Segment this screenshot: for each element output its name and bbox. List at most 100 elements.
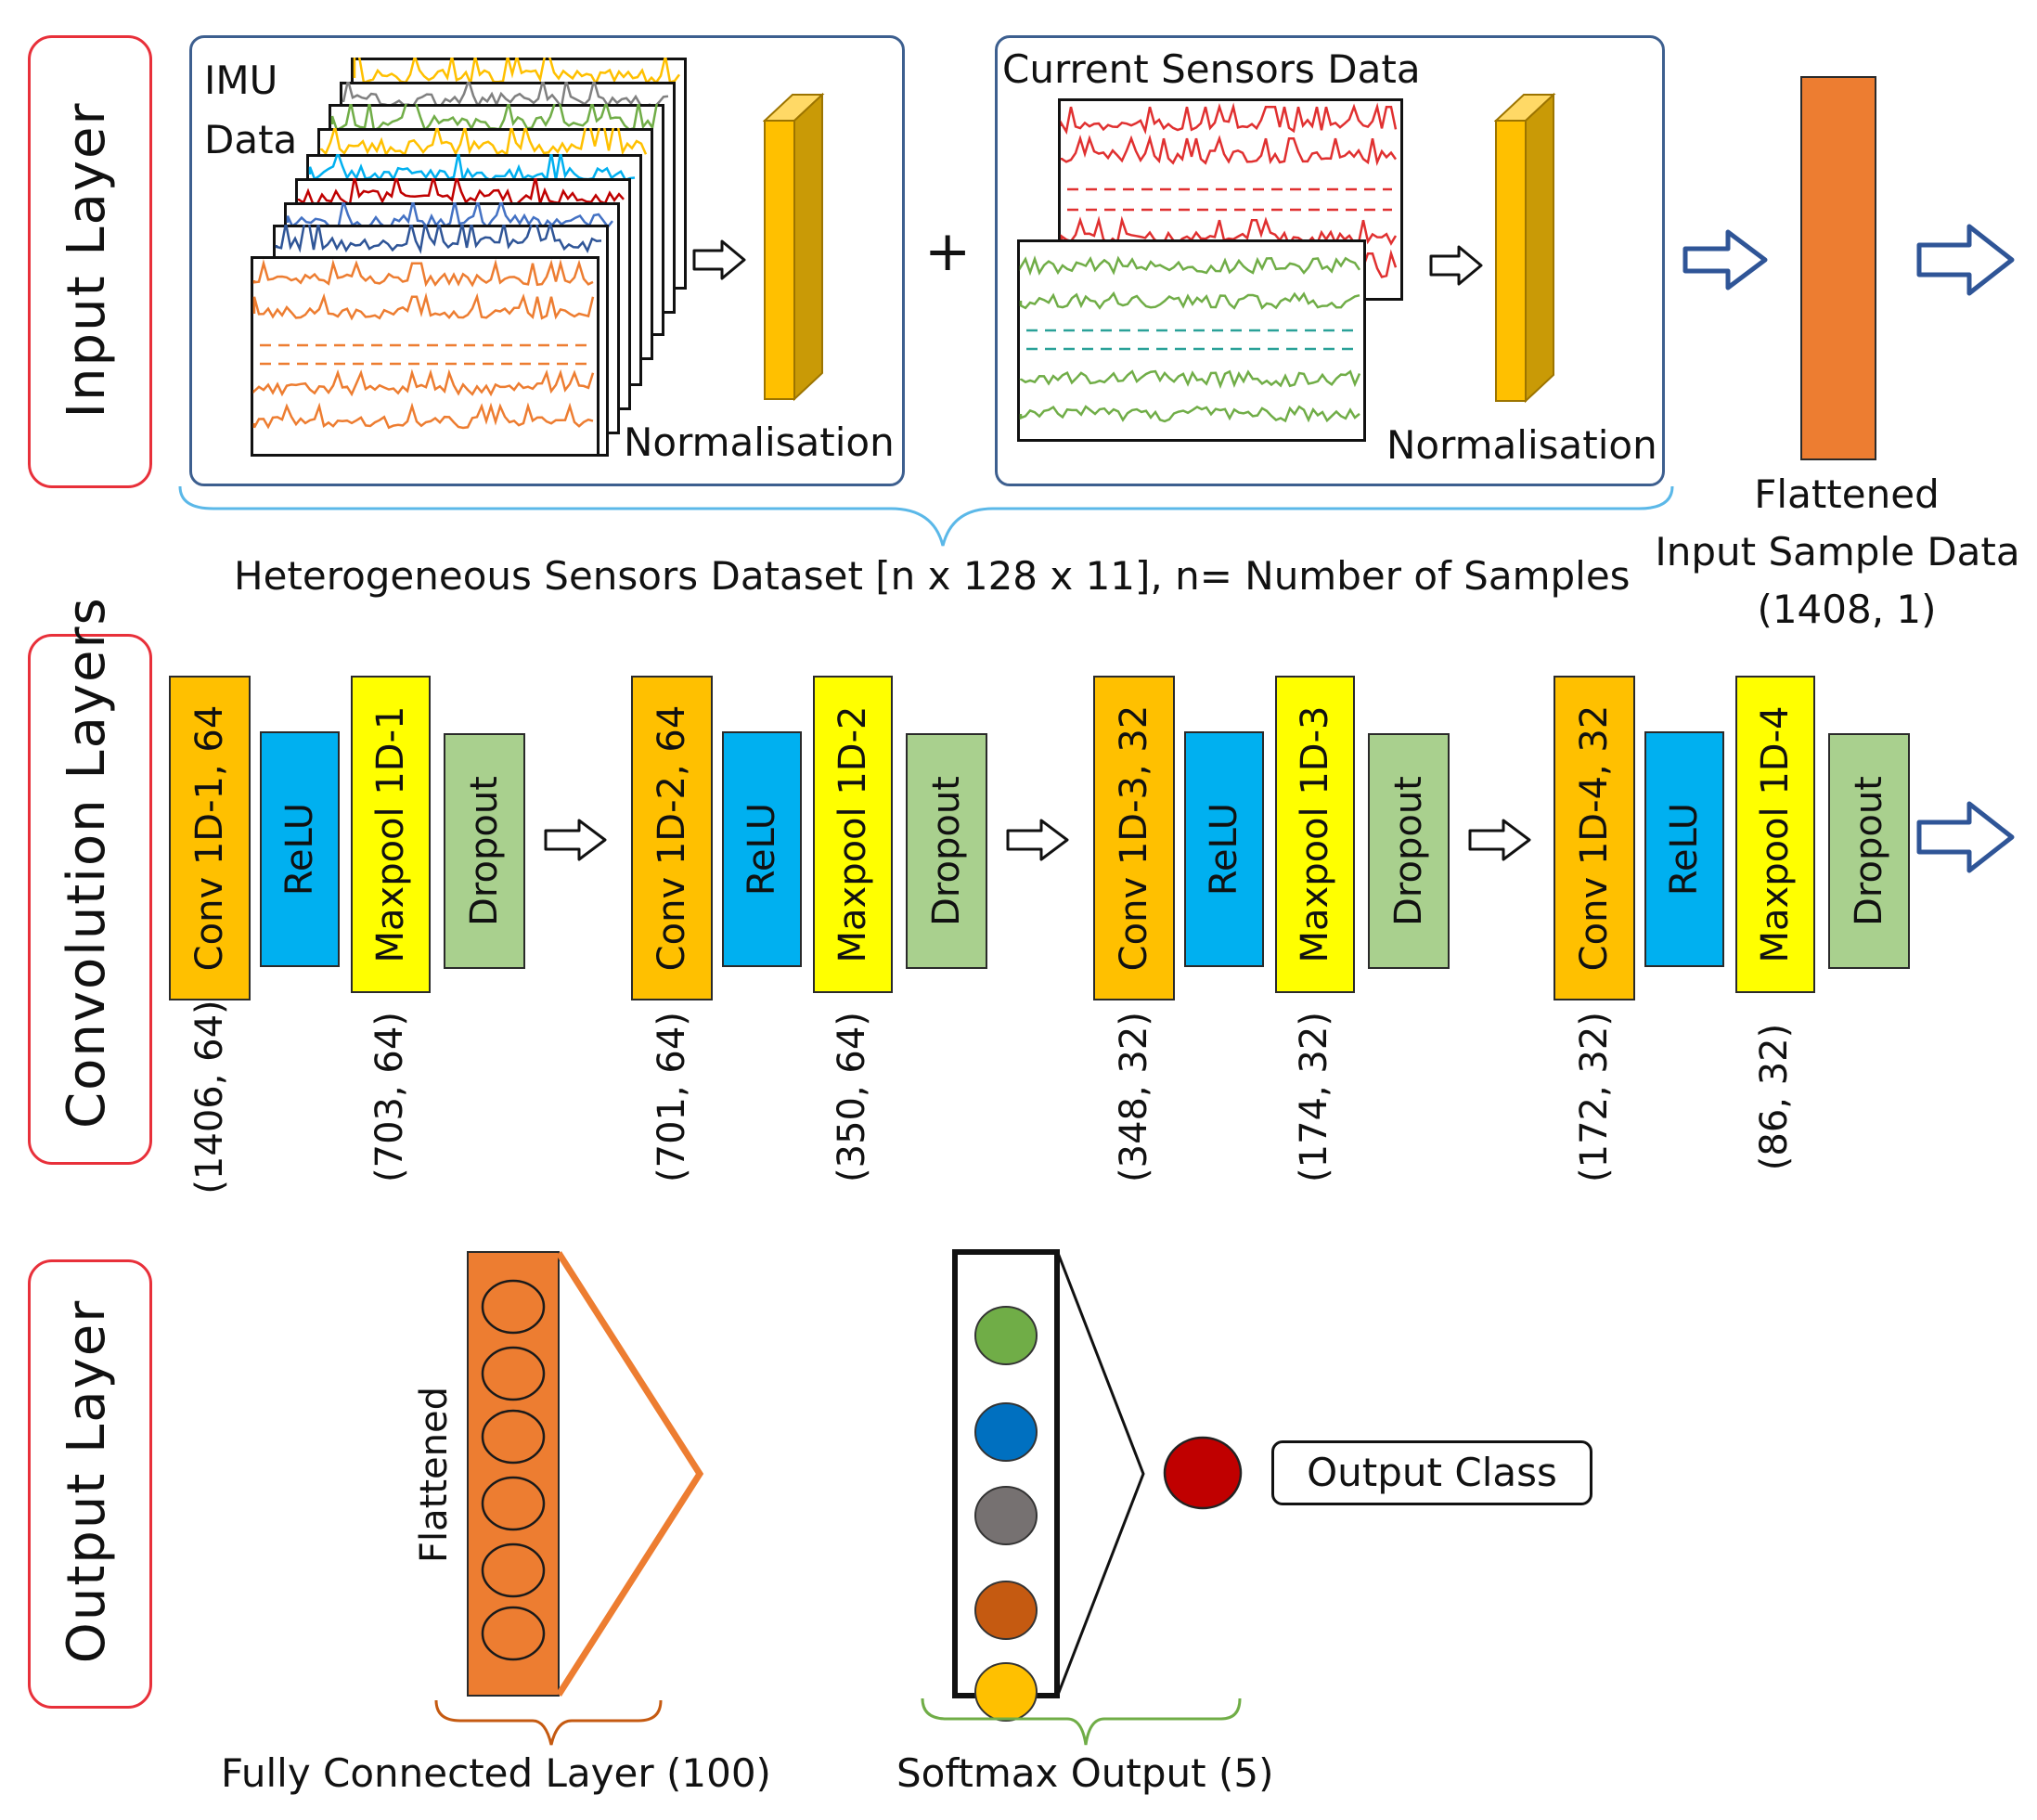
conv-shape-4: (172, 32) [1573, 1012, 1616, 1182]
fc-flattened-label: Flattened [413, 1387, 456, 1563]
block-arrow-icon [1468, 819, 1531, 861]
output-node [1163, 1436, 1243, 1510]
current-arrow-icon [1429, 245, 1483, 286]
conv-shape-2: (701, 64) [651, 1012, 693, 1182]
current-sensors-label: Current Sensors Data [1002, 46, 1421, 92]
conv-layer-2-label: Conv 1D-2, 64 [651, 704, 693, 972]
signal-trace [1060, 102, 1398, 136]
relu-layer-2-label: ReLU [741, 802, 783, 897]
relu-layer-1-label: ReLU [278, 802, 321, 897]
conv-output-arrow-icon [1916, 801, 2015, 873]
flattened-input-line2: Input Sample Data [1655, 529, 2020, 574]
fc-node [481, 1476, 546, 1531]
pool-shape-1: (703, 64) [368, 1012, 411, 1182]
maxpool-layer-2 [813, 676, 893, 993]
conv-layer-3-label: Conv 1D-3, 32 [1113, 704, 1155, 972]
maxpool-layer-2-label: Maxpool 1D-2 [832, 705, 874, 963]
current-front-sheet [1017, 239, 1366, 442]
softmax-node [974, 1402, 1038, 1462]
fc-node [481, 1279, 546, 1335]
dropout-layer-2-label: Dropout [925, 776, 968, 926]
fc-caption: Fully Connected Layer (100) [221, 1750, 771, 1796]
conv-layer-3 [1093, 676, 1175, 1000]
output-layer-section [28, 1259, 152, 1709]
dropout-layer-3 [1368, 733, 1450, 969]
conv-layer-4-label: Conv 1D-4, 32 [1573, 704, 1616, 972]
softmax-caption: Softmax Output (5) [896, 1750, 1274, 1796]
imu-normalisation-bar [763, 93, 825, 402]
conv-layer-1-label: Conv 1D-1, 64 [188, 704, 231, 972]
signal-trace [252, 291, 595, 321]
block-arrow-icon [1006, 819, 1069, 861]
to-flatten-arrow-icon [1682, 229, 1768, 290]
dropout-layer-3-label: Dropout [1387, 776, 1430, 926]
conv-shape-3: (348, 32) [1113, 1012, 1155, 1182]
flattened-input-line1: Flattened [1754, 471, 1940, 517]
dataset-brace [178, 485, 1674, 547]
signal-trace [308, 154, 636, 185]
input-layer-title: Input Layer [57, 101, 117, 419]
signal-trace [319, 128, 648, 158]
pool-shape-2: (350, 64) [831, 1012, 873, 1182]
conv-layer-2 [631, 676, 713, 1000]
signal-trace [252, 258, 594, 288]
fc-node [481, 1606, 546, 1661]
convolution-layers-section [28, 634, 152, 1165]
signal-trace [1019, 369, 1361, 390]
dropout-layer-1-label: Dropout [463, 776, 506, 926]
dropout-layer-4-label: Dropout [1848, 776, 1890, 926]
relu-layer-4-label: ReLU [1663, 802, 1706, 897]
maxpool-layer-3-label: Maxpool 1D-3 [1294, 705, 1336, 963]
relu-layer-4 [1644, 731, 1724, 967]
maxpool-layer-1 [351, 676, 431, 993]
fc-node [481, 1346, 546, 1401]
fc-brace [434, 1699, 663, 1746]
softmax-node [974, 1581, 1038, 1640]
fc-nodes [481, 1279, 546, 1661]
block-arrow-icon [544, 819, 607, 861]
dataset-caption: Heterogeneous Sensors Dataset [n x 128 x… [234, 553, 1631, 599]
signal-trace [252, 368, 595, 397]
input-layer-section [28, 35, 152, 488]
fc-node [481, 1542, 546, 1598]
relu-layer-1 [260, 731, 340, 967]
imu-normalisation-label: Normalisation [624, 420, 895, 465]
softmax-funnel [1056, 1252, 1145, 1696]
dropout-layer-1 [444, 733, 525, 969]
conv-layer-4 [1554, 676, 1635, 1000]
dropout-layer-4 [1828, 733, 1910, 969]
fc-funnel [557, 1251, 704, 1697]
plus-sign: + [924, 219, 972, 284]
pool-shape-3: (174, 32) [1293, 1012, 1335, 1182]
fully-connected-layer [467, 1251, 560, 1697]
output-class-box [1271, 1440, 1592, 1505]
relu-layer-2 [722, 731, 802, 967]
maxpool-layer-3 [1275, 676, 1355, 993]
imu-label-line1: IMU [204, 58, 278, 103]
conv-layer-1 [169, 676, 251, 1000]
flattened-input-bar [1800, 76, 1876, 460]
maxpool-layer-1-label: Maxpool 1D-1 [369, 705, 412, 963]
softmax-brace [921, 1697, 1242, 1746]
signal-trace [1060, 215, 1398, 248]
convolution-layers-title: Convolution Layers [57, 596, 117, 1129]
relu-layer-3-label: ReLU [1203, 802, 1245, 897]
signal-trace [1019, 405, 1360, 423]
signal-trace [1060, 134, 1398, 167]
imu-front-sheet [251, 256, 599, 457]
signal-trace [1019, 290, 1360, 310]
pool-shape-4: (86, 32) [1753, 1023, 1796, 1171]
dropout-layer-2 [906, 733, 987, 969]
signal-trace [252, 402, 594, 430]
softmax-node [974, 1486, 1038, 1545]
current-normalisation-label: Normalisation [1386, 422, 1657, 468]
relu-layer-3 [1184, 731, 1264, 967]
maxpool-layer-4-label: Maxpool 1D-4 [1754, 705, 1797, 963]
imu-arrow-icon [692, 239, 746, 280]
softmax-node [974, 1306, 1038, 1365]
flattened-input-shape: (1408, 1) [1757, 587, 1937, 632]
maxpool-layer-4 [1735, 676, 1815, 993]
current-normalisation-bar [1494, 93, 1556, 404]
imu-label-line2: Data [204, 117, 298, 162]
